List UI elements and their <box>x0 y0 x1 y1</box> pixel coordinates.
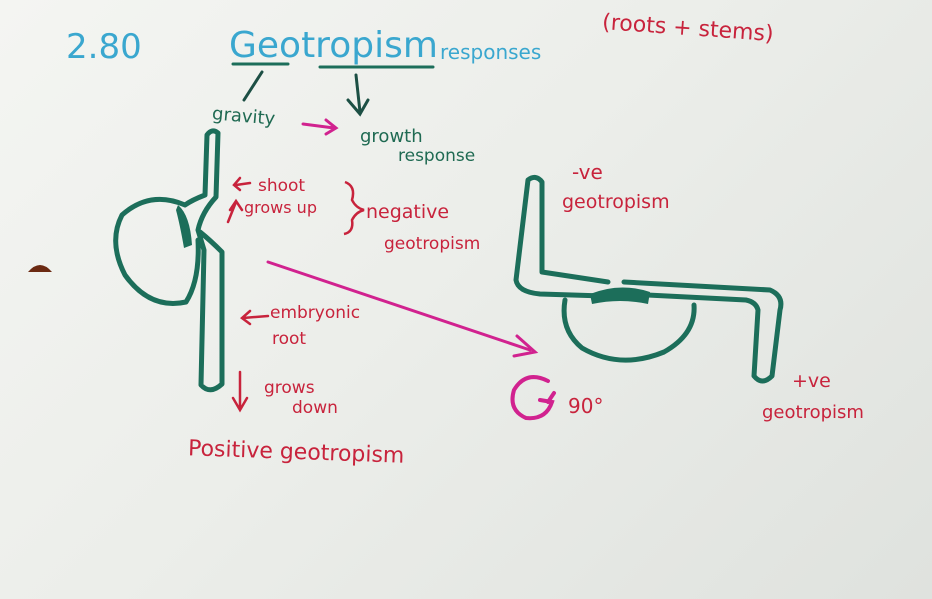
neg-ve-line2: geotropism <box>562 191 670 213</box>
pos-ve-line1: +ve <box>792 370 831 392</box>
left-seedling-outline <box>113 128 225 393</box>
grows-down-arrow <box>231 370 249 413</box>
pos-ve-line2: geotropism <box>762 402 864 423</box>
shoot-arrow <box>232 176 252 192</box>
right-seed-embryo <box>590 287 650 304</box>
shoot-label-line2: grows up <box>244 198 317 217</box>
response-label-line2: response <box>398 146 476 166</box>
shoot-label-line1: shoot <box>258 176 306 196</box>
arrow-to-growth-response <box>346 73 370 117</box>
negative-geotropism-line1: negative <box>366 201 450 223</box>
board-magnet <box>28 265 52 272</box>
neg-ve-line1: -ve <box>572 160 603 184</box>
grows-down-line2: down <box>292 398 338 418</box>
negative-geotropism-line2: geotropism <box>384 234 481 254</box>
root-label-line2: root <box>272 329 307 349</box>
rotation-icon <box>510 375 556 421</box>
transform-arrowhead <box>512 334 539 358</box>
grows-down-line1: grows <box>264 378 315 398</box>
section-number: 2.80 <box>66 27 142 67</box>
response-label-line1: growth <box>360 126 423 147</box>
right-seedling-outline <box>513 174 784 384</box>
grows-up-arrow <box>226 198 244 224</box>
transform-arrow <box>266 260 532 352</box>
page-title-suffix: responses <box>440 40 542 64</box>
pointer-to-gravity <box>242 70 264 102</box>
root-label-arrow <box>240 309 270 326</box>
page-title: Geotropism <box>229 25 438 66</box>
brace <box>343 180 365 236</box>
root-label-line1: embryonic <box>270 303 361 323</box>
left-seed-embryo <box>176 205 192 248</box>
rotation-angle: 90° <box>568 394 604 418</box>
arrow-stimulus-response <box>301 118 339 136</box>
